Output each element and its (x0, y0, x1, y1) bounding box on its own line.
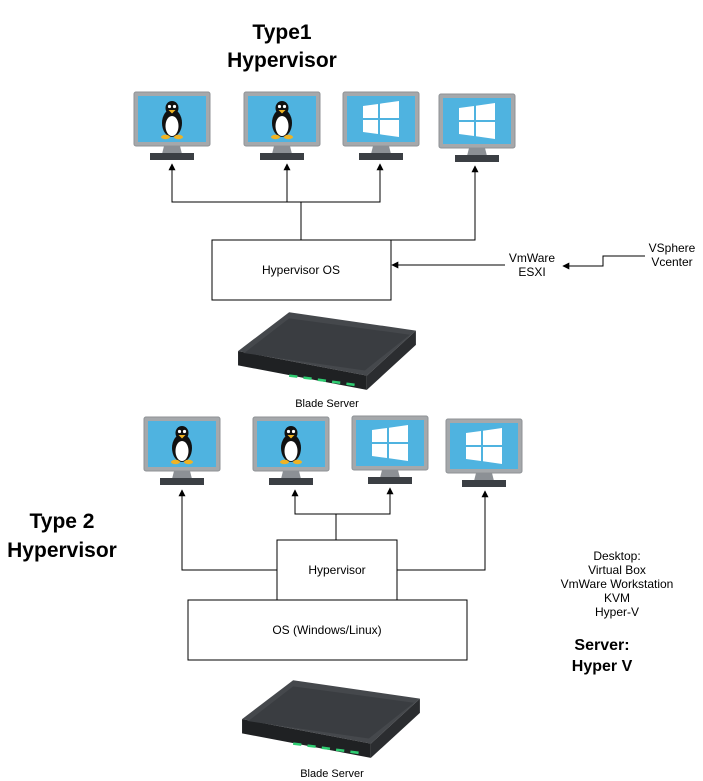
type1-monitor-linux-1 (133, 91, 211, 161)
type2-edge-to-monitor-2 (291, 489, 336, 515)
type2-os-box (187, 599, 468, 661)
type1-blade-server-label: Blade Server (295, 398, 359, 410)
type2-edge-to-monitor-1 (178, 489, 277, 571)
vsphere-label-line2: Vcenter (651, 255, 692, 269)
type1-monitor-windows-2 (438, 93, 516, 163)
type1-title-line2: Hypervisor (227, 49, 337, 72)
type2-monitor-windows-2 (445, 418, 523, 488)
desktop-examples-line-4: KVM (604, 591, 630, 605)
type2-blade-server-label: Blade Server (300, 768, 364, 780)
type1-edge-to-monitor-4 (391, 165, 479, 241)
type1-blade-server-image (236, 310, 418, 392)
desktop-examples-line-5: Hyper-V (595, 605, 639, 619)
type1-monitor-windows-1 (342, 91, 420, 161)
type2-edge-to-monitor-4 (397, 490, 489, 571)
type2-blade-server-image (240, 678, 422, 760)
vsphere-label-line1: VSphere (649, 241, 696, 255)
type2-monitor-windows-1 (351, 415, 429, 485)
type1-hypervisor-os-box (211, 239, 392, 301)
type2-os-label: OS (Windows/Linux) (272, 623, 381, 637)
server-example-line-1: Server: (574, 637, 629, 654)
type2-title-line1: Type 2 (30, 510, 95, 533)
type2-title-line2: Hypervisor (7, 539, 117, 562)
type2-monitor-linux-2 (252, 416, 330, 486)
vmware-label-line1: VmWare (509, 251, 556, 265)
vsphere-to-vmware-edge (562, 255, 645, 270)
type1-monitor-linux-2 (243, 91, 321, 161)
type2-edge-to-monitor-3 (336, 487, 394, 515)
server-example-line-2: Hyper V (572, 658, 633, 675)
type2-monitor-linux-1 (143, 416, 221, 486)
type1-edge-to-monitor-3 (301, 163, 384, 203)
type1-edge-to-monitor-1 (168, 163, 301, 203)
desktop-examples-line-1: Desktop: (593, 549, 640, 563)
desktop-examples-line-3: VmWare Workstation (561, 577, 674, 591)
type1-title-line1: Type1 (252, 21, 311, 44)
desktop-examples-line-2: Virtual Box (588, 563, 646, 577)
vmware-label-line2: ESXI (518, 265, 545, 279)
type1-hypervisor-os-label: Hypervisor OS (262, 263, 340, 277)
type2-hypervisor-label: Hypervisor (308, 563, 365, 577)
